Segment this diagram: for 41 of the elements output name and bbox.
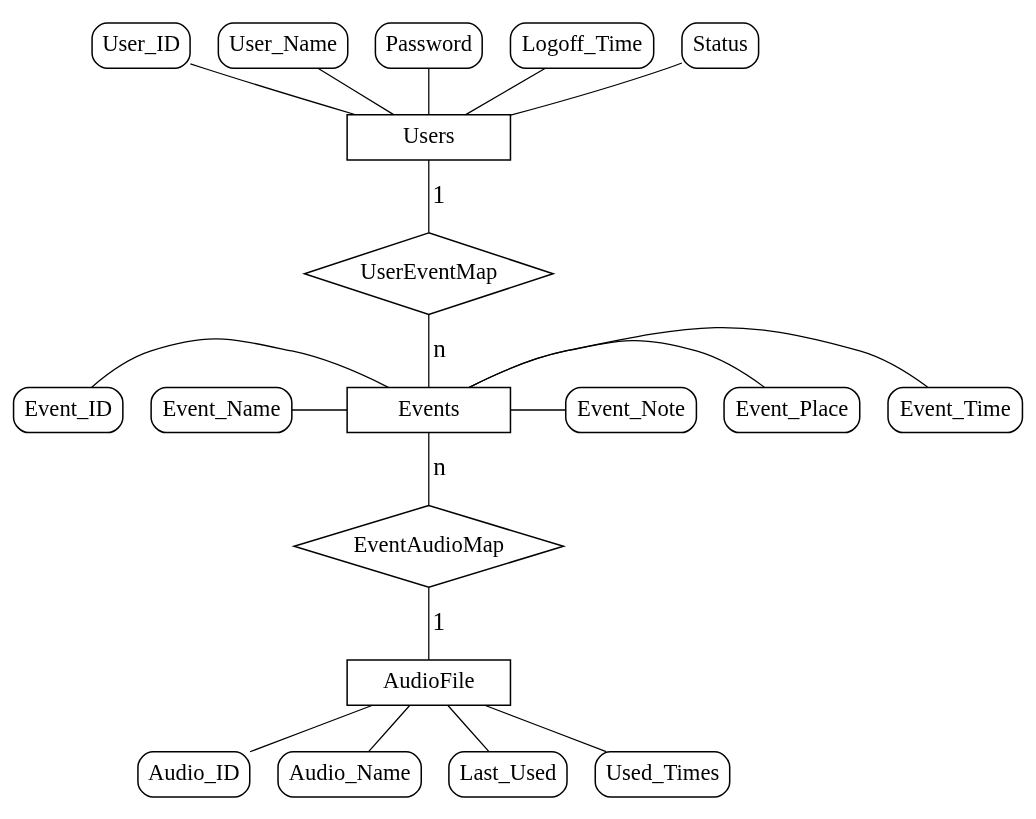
connector: [428, 159, 430, 233]
node-box: Event_Note: [565, 386, 698, 433]
node-box: Event_Name: [150, 386, 293, 433]
connector: [509, 408, 567, 411]
connector: [510, 61, 683, 116]
edge-label: n: [433, 452, 446, 480]
node-box: Logoff_Time: [509, 21, 655, 69]
connector: [447, 704, 490, 752]
node-box: User_Name: [217, 21, 349, 69]
connector: [91, 337, 389, 388]
node-box: Event_ID: [12, 386, 124, 433]
node-box: Audio_Name: [277, 750, 422, 798]
node-diamond: UserEventMap: [302, 231, 556, 315]
edge-label: 1: [432, 607, 446, 635]
connector: [428, 67, 430, 115]
connector: [484, 704, 607, 752]
connector: [317, 67, 395, 115]
node-diamond: EventAudioMap: [291, 504, 567, 588]
node-box: AudioFile: [346, 658, 512, 706]
node-box: Used_Times: [594, 750, 731, 798]
node-box: User_ID: [91, 21, 191, 69]
connector: [249, 704, 374, 752]
connector: [368, 704, 411, 752]
connector: [468, 339, 765, 388]
connector: [291, 408, 348, 411]
connector: [468, 326, 929, 388]
connector: [428, 431, 430, 506]
node-box: Users: [346, 113, 512, 161]
node-box: Status: [681, 21, 760, 69]
node-box: Last_Used: [448, 750, 568, 798]
connector: [465, 67, 546, 115]
connector: [428, 313, 430, 388]
node-box: Event_Place: [723, 386, 861, 433]
connector: [428, 586, 430, 660]
node-box: Audio_ID: [137, 750, 251, 798]
node-box: Event_Time: [887, 386, 1024, 433]
edge-label: n: [433, 334, 446, 362]
connector: [189, 62, 357, 115]
edge-label: 1: [432, 180, 446, 208]
node-box: Events: [346, 386, 512, 433]
node-box: Password: [374, 21, 483, 69]
